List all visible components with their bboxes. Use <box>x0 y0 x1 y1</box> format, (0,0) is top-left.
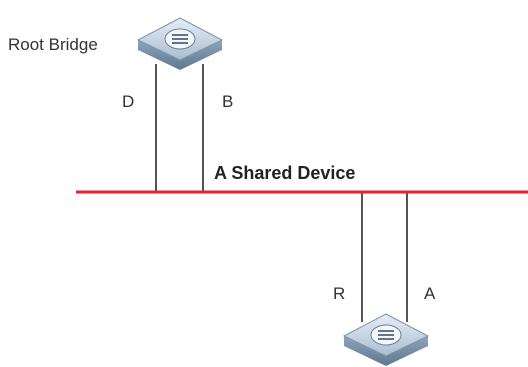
port-label-r: R <box>333 284 346 303</box>
port-label-a: A <box>424 284 436 303</box>
root-bridge-label: Root Bridge <box>8 35 98 54</box>
port-label-d: D <box>122 92 135 111</box>
shared-device-label: A Shared Device <box>214 163 356 183</box>
port-label-b: B <box>222 92 234 111</box>
